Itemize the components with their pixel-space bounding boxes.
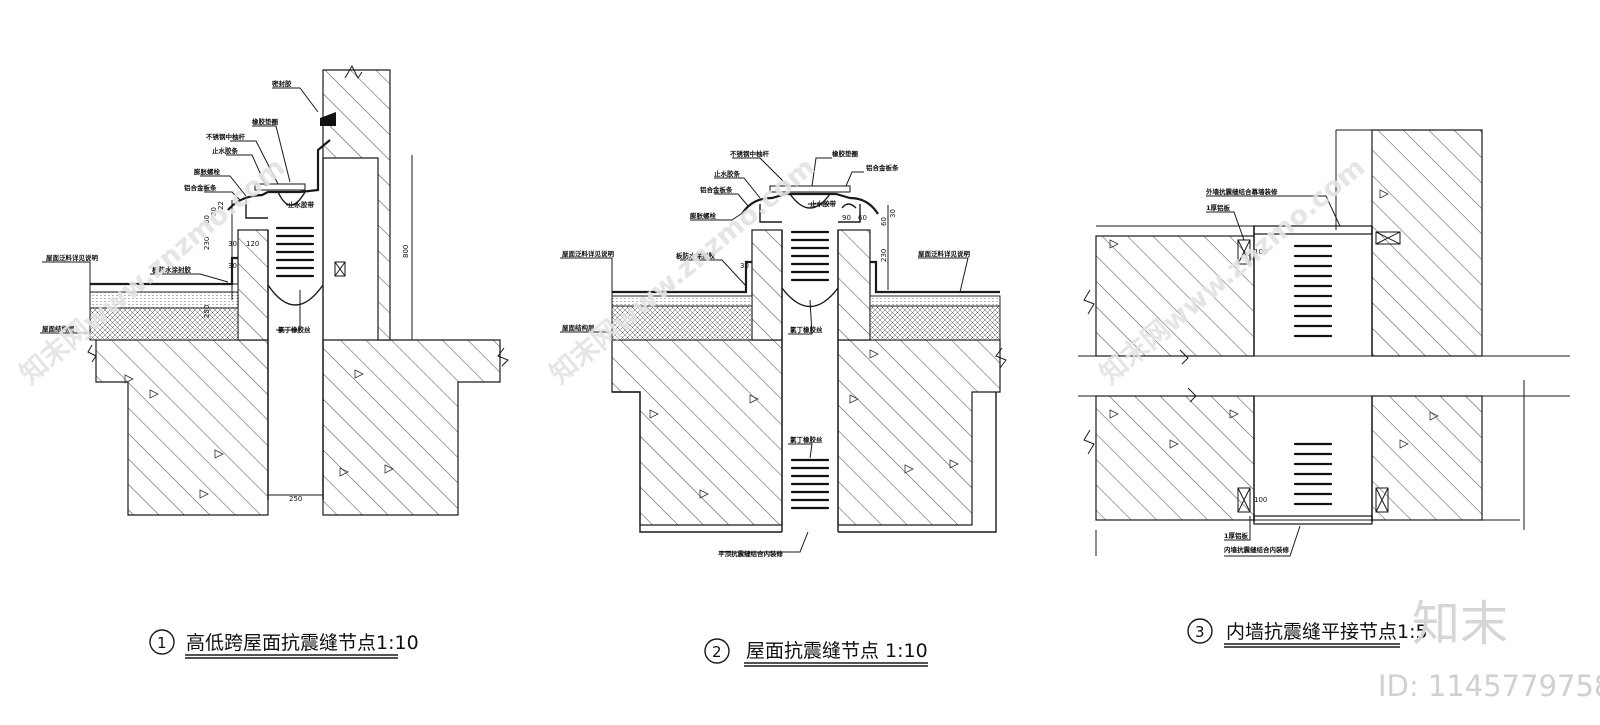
d3-label-interior-joint: 内墙抗震缝结合内装修 [1224,545,1290,554]
d2-number: 2 [712,643,722,661]
d3-label-alu-plate-top: 1厚铝板 [1206,203,1231,212]
d2-dim-60a: 60 [858,214,867,222]
d3-bottom-right-wall [1371,395,1483,521]
d1-right-beam [322,339,501,516]
d3-label-exterior-joint: 外墙抗震缝结合幕墙装修 [1206,187,1278,196]
d3-neoprene-top [1293,244,1333,338]
d3-top-right-column [1371,129,1483,357]
d1-label-rubber-washer: 橡胶垫圈 [252,117,279,126]
d2-label-neoprene-lower: 氯丁橡胶丝 [790,435,823,444]
d2-label-alu-strip-right: 铝合金板条 [866,163,899,172]
d2-right-beam [837,339,1001,526]
d2-dim-30b: 30 [740,262,749,270]
d1-dim-22: 22 [217,201,225,210]
d1-dim-250b: 250 [289,495,302,503]
d1-metal-cap [227,139,331,211]
d2-metal-cap [741,192,879,215]
d3-number: 3 [1195,623,1205,641]
d1-label-waterproof-sealant: 板防水涂封胶 [152,265,192,274]
d1-number: 1 [157,634,167,652]
d2-dim-60b: 60 [880,217,888,226]
d2-title: 屋面抗震缝节点 1:10 [746,640,928,662]
d2-dim-90: 90 [842,214,851,222]
d2-label-neoprene-upper: 氯丁橡胶丝 [790,325,823,334]
d1-label-alu-strip: 铝合金板条 [184,183,217,192]
drawing-2-roof-joint: 不锈钢中柚杆 橡胶垫圈 铝合金板条 止水胶条 铝合金板条 膨胀螺栓 止水胶带 板… [560,149,1007,667]
brand-logo: 知末 ID: 1145779758 [1378,596,1600,703]
d1-number-circle [149,629,175,655]
d1-dim-230: 230 [203,237,211,250]
d2-label-waterproof-sealant: 板防水涂封胶 [676,251,716,260]
d2-dim-230: 230 [880,249,888,262]
d2-label-roof-flashing-right: 屋面泛料详见说明 [918,249,971,258]
d1-title: 高低跨屋面抗震缝节点1:10 [186,632,419,654]
d1-dim-800: 800 [402,245,410,258]
d2-label-alu-strip-left: 铝合金板条 [700,185,733,194]
d1-dim-30c: 30 [228,262,237,270]
d2-label-ceiling-joint: 平顶抗震缝结合内装修 [718,549,784,558]
drawing-1-high-low-roof-joint: 密封胶 橡胶垫圈 不锈钢中柚杆 止水胶条 膨胀螺栓 铝合金板条 止水胶带 屋面泛… [40,64,509,659]
d1-dim-30a: 30 [210,207,218,216]
d2-label-ss-rod: 不锈钢中柚杆 [730,149,770,158]
d1-label-roof-flashing: 屋面泛料详见说明 [46,253,99,262]
d2-neoprene-coil-lower [790,458,830,510]
d1-dim-30b: 30 [228,240,237,248]
d2-dim-30a: 30 [889,209,897,218]
d2-label-roof-flashing-left: 屋面泛料详见说明 [562,249,615,258]
d1-high-wall [322,69,391,341]
d1-dim-250a: 250 [203,305,211,318]
d3-bottom-left-wall [1095,395,1255,521]
d3-dim-100-top: 100 [1254,248,1267,256]
d2-neoprene-coil-upper [790,230,830,282]
d1-label-neoprene: 氯丁橡胶丝 [278,325,311,334]
brand-id: ID: 1145779758 [1378,669,1600,703]
d2-label-rubber-washer: 橡胶垫圈 [832,149,859,158]
d1-label-sealant: 密封胶 [272,79,292,88]
d2-label-waterstop-tape: 止水胶带 [810,199,837,208]
d2-label-expansion-bolt: 膨胀螺栓 [689,211,717,220]
d1-neoprene-coil [275,226,315,278]
d1-label-waterstop-tape: 止水胶带 [288,200,315,209]
d1-dim-120: 120 [246,240,259,248]
d3-number-circle [1187,618,1213,644]
d2-left-beam [611,339,783,526]
d1-label-waterstop-strip: 止水胶条 [212,146,239,155]
d3-dim-100-bottom: 100 [1254,496,1267,504]
d2-label-roof-structure: 屋面结构层 [562,323,595,332]
d3-label-alu-plate-bottom: 1厚铝板 [1224,531,1249,540]
d3-neoprene-bottom [1293,442,1333,506]
brand-name: 知末 [1412,596,1508,652]
d1-label-ss-rod: 不锈钢中柚杆 [206,132,246,141]
d1-left-beam [95,339,269,516]
d3-title: 内墙抗震缝平接节点1:5 [1226,621,1428,643]
d2-label-waterstop-strip: 止水胶条 [714,169,741,178]
drawing-3-interior-wall-joint: 外墙抗震缝结合幕墙装修 1厚铝板 1厚铝板 内墙抗震缝结合内装修 100 100… [1078,129,1570,648]
d1-label-roof-structure: 屋面结构层 [42,324,75,333]
d2-number-circle [704,638,730,664]
d1-label-expansion-bolt: 膨胀螺栓 [193,167,221,176]
d1-dim-60: 60 [203,215,211,224]
